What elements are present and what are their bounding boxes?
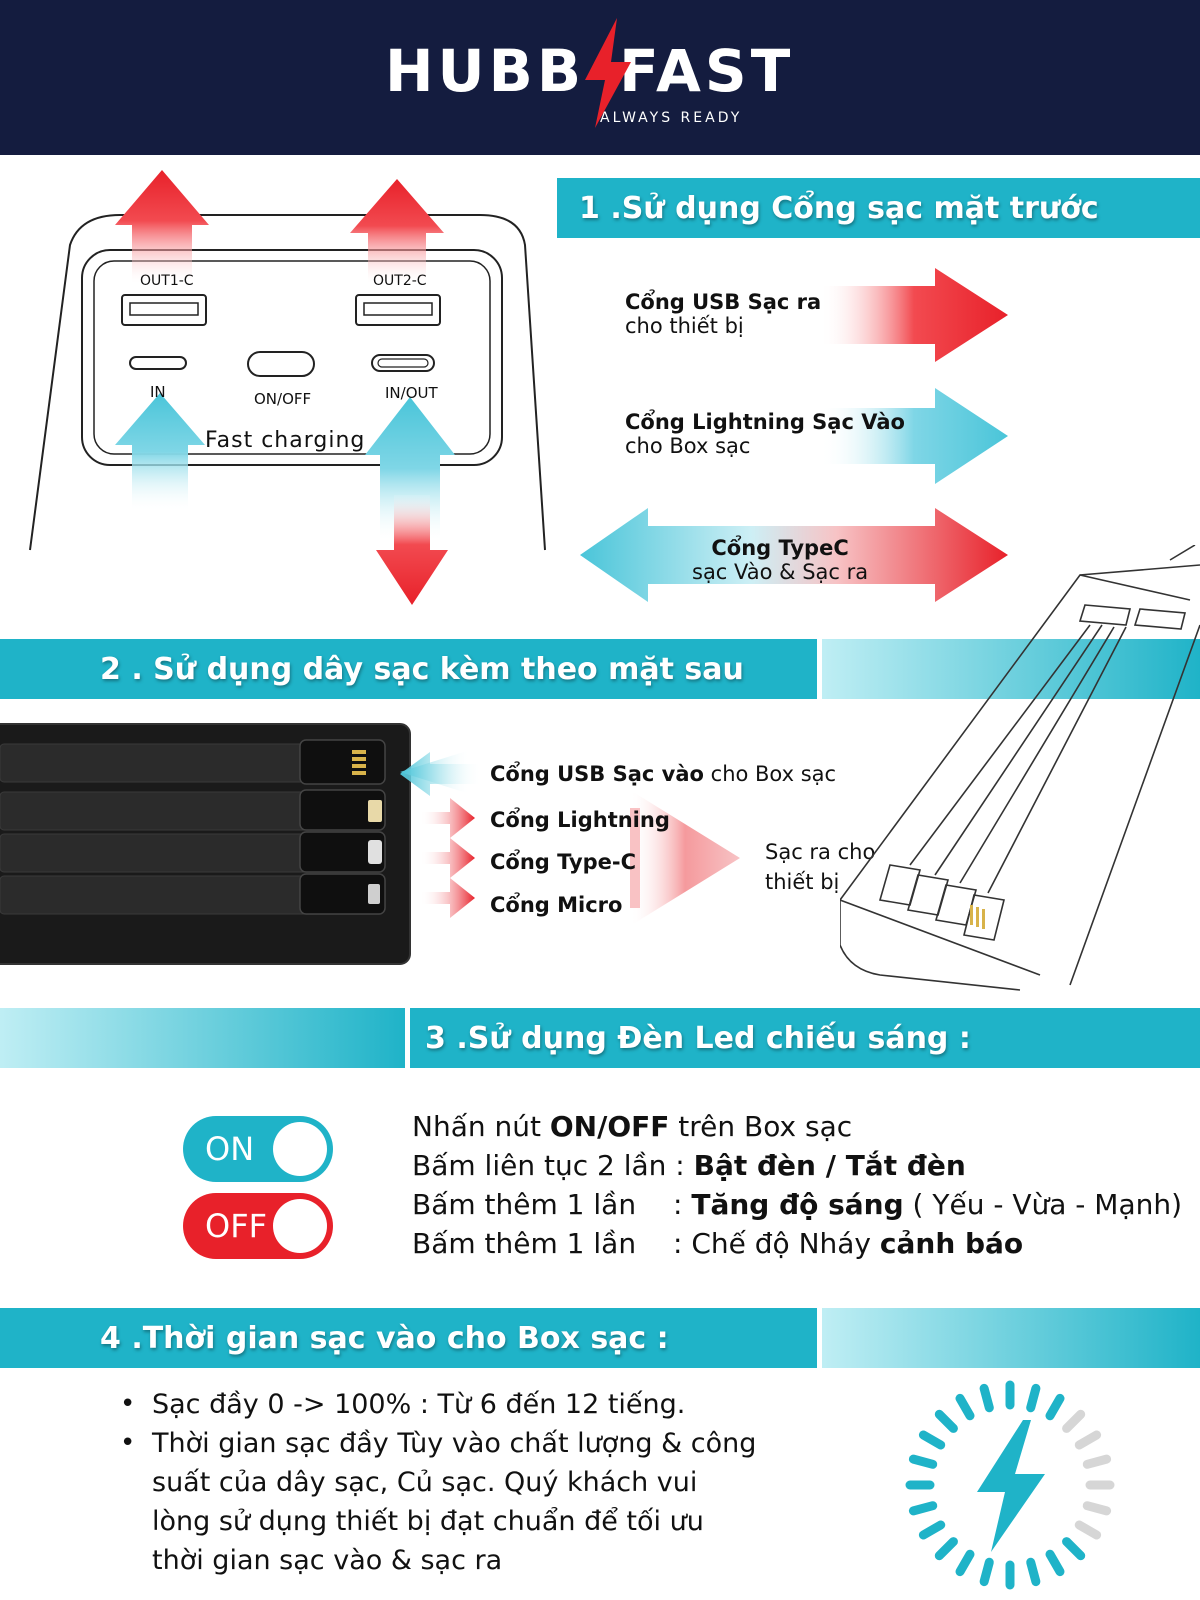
section1-arrows xyxy=(580,268,1008,602)
usb-in-desc: cho Box sạc xyxy=(703,762,837,786)
led-instruction-4: Bấm thêm 1 lần xyxy=(412,1227,636,1260)
lightning-bolt-icon xyxy=(585,18,631,128)
output-note-2: thiết bị xyxy=(765,870,840,894)
loader-tick xyxy=(979,1557,994,1587)
led-instruction-3d: ( Yếu - Vừa - Mạnh) xyxy=(903,1188,1183,1221)
section2-arrows xyxy=(400,750,740,926)
led-instruction-1c: trên Box sạc xyxy=(669,1110,853,1143)
section4-strip xyxy=(822,1308,1200,1368)
section3-title: 3 .Sử dụng Đèn Led chiếu sáng : xyxy=(410,1008,1200,1068)
led-instruction-2b: Bật đèn / Tắt đèn xyxy=(693,1149,966,1182)
charging-progress-icon xyxy=(905,1380,1115,1590)
port-label-in: IN xyxy=(150,383,166,401)
loader-tick xyxy=(1045,1549,1065,1577)
usb-out-desc: cho thiết bị xyxy=(625,314,744,338)
charging-time-list: Sạc đầy 0 -> 100% : Từ 6 đến 12 tiếng. T… xyxy=(120,1385,760,1580)
loader-tick xyxy=(908,1454,938,1469)
led-instruction-1a: Nhấn nút xyxy=(412,1110,550,1143)
list-item: Thời gian sạc đầy Tùy vào chất lượng & c… xyxy=(120,1424,760,1580)
loader-tick xyxy=(1074,1520,1102,1540)
loader-tick xyxy=(1074,1430,1102,1450)
usb-in-arrow xyxy=(400,752,480,796)
led-instruction-3b: : xyxy=(673,1188,692,1221)
output-typec: Cổng Type-C xyxy=(490,850,637,874)
led-instruction-1b: ON/OFF xyxy=(549,1110,670,1143)
toggle-off-label: OFF xyxy=(205,1207,267,1245)
port-label-out2: OUT2-C xyxy=(373,273,427,289)
lightning-in-item: Cổng Lightning Sạc Vào cho Box sạc xyxy=(625,410,905,458)
usb-out-label: Cổng USB Sạc ra xyxy=(625,290,822,314)
led-instruction-4c: cảnh báo xyxy=(879,1227,1024,1260)
fast-charging-caption: Fast charging xyxy=(205,428,366,453)
section4-title: 4 .Thời gian sạc vào cho Box sạc : xyxy=(0,1308,817,1368)
section2-title: 2 . Sử dụng dây sạc kèm theo mặt sau xyxy=(0,639,817,699)
led-instruction-3: Bấm thêm 1 lần xyxy=(412,1188,636,1221)
loader-tick xyxy=(1026,1557,1041,1587)
toggle-knob xyxy=(273,1122,327,1176)
usb-in-label: Cổng USB Sạc vào xyxy=(490,762,704,786)
loader-tick xyxy=(1026,1383,1041,1413)
toggle-on-label: ON xyxy=(205,1130,255,1168)
led-instruction-3c: Tăng độ sáng xyxy=(691,1188,904,1221)
loader-tick xyxy=(934,1409,958,1433)
typec-item: Cổng TypeC sạc Vào & Sạc ra xyxy=(692,536,868,584)
powerbank-back-illustration xyxy=(0,723,411,965)
loader-tick xyxy=(979,1383,994,1413)
loader-tick xyxy=(955,1549,975,1577)
section1-title: 1 .Sử dụng Cổng sạc mặt trước xyxy=(557,178,1200,238)
port-label-out1: OUT1-C xyxy=(140,273,194,289)
loader-tick xyxy=(918,1430,946,1450)
loader-tick xyxy=(955,1393,975,1421)
loader-tick xyxy=(1082,1501,1112,1516)
loader-tick xyxy=(934,1537,958,1561)
led-on-toggle[interactable]: ON xyxy=(183,1116,333,1182)
loader-tick xyxy=(918,1520,946,1540)
led-instruction-3a: Bấm thêm 1 lần xyxy=(412,1188,637,1221)
output-micro: Cổng Micro xyxy=(490,893,623,917)
usb-in-line: Cổng USB Sạc vào cho Box sạc xyxy=(490,762,836,786)
led-instruction-1: Nhấn nút ON/OFF trên Box sạc xyxy=(412,1110,852,1143)
led-instruction-4-detail: : Chế độ Nháy cảnh báo xyxy=(673,1227,1023,1260)
usb-out-item: Cổng USB Sạc ra cho thiết bị xyxy=(625,290,821,338)
lightning-in-label: Cổng Lightning Sạc Vào xyxy=(625,410,905,434)
loader-tick xyxy=(1062,1409,1086,1433)
loader-tick xyxy=(1062,1537,1086,1561)
led-instruction-2: Bấm liên tục 2 lần : Bật đèn / Tắt đèn xyxy=(412,1149,966,1182)
loader-tick xyxy=(1045,1393,1065,1421)
brand-left-text: HUBB xyxy=(385,37,586,105)
led-instruction-4a: Bấm thêm 1 lần xyxy=(412,1227,637,1260)
brand-tagline: ALWAYS READY xyxy=(600,110,743,126)
loader-tick xyxy=(908,1501,938,1516)
led-instruction-4b: : Chế độ Nháy xyxy=(673,1227,880,1260)
list-item: Sạc đầy 0 -> 100% : Từ 6 đến 12 tiếng. xyxy=(120,1385,760,1424)
led-instruction-3-detail: : Tăng độ sáng ( Yếu - Vừa - Mạnh) xyxy=(673,1188,1182,1221)
typec-label: Cổng TypeC xyxy=(711,536,849,560)
brand-right-text: FAST xyxy=(619,37,795,105)
section3-strip xyxy=(0,1008,405,1068)
toggle-knob xyxy=(273,1199,327,1253)
led-instruction-2a: Bấm liên tục 2 lần : xyxy=(412,1149,694,1182)
port-label-onoff: ON/OFF xyxy=(254,390,312,408)
output-lightning: Cổng Lightning xyxy=(490,808,670,832)
port-label-inout: IN/OUT xyxy=(385,384,438,402)
output-note-1: Sạc ra cho xyxy=(765,840,876,864)
powerbank-front-illustration xyxy=(29,170,546,605)
led-off-toggle[interactable]: OFF xyxy=(183,1193,333,1259)
lightning-in-desc: cho Box sạc xyxy=(625,434,751,458)
typec-desc: sạc Vào & Sạc ra xyxy=(692,560,869,584)
loader-tick xyxy=(1082,1454,1112,1469)
powerbank-cables-illustration xyxy=(840,545,1200,991)
